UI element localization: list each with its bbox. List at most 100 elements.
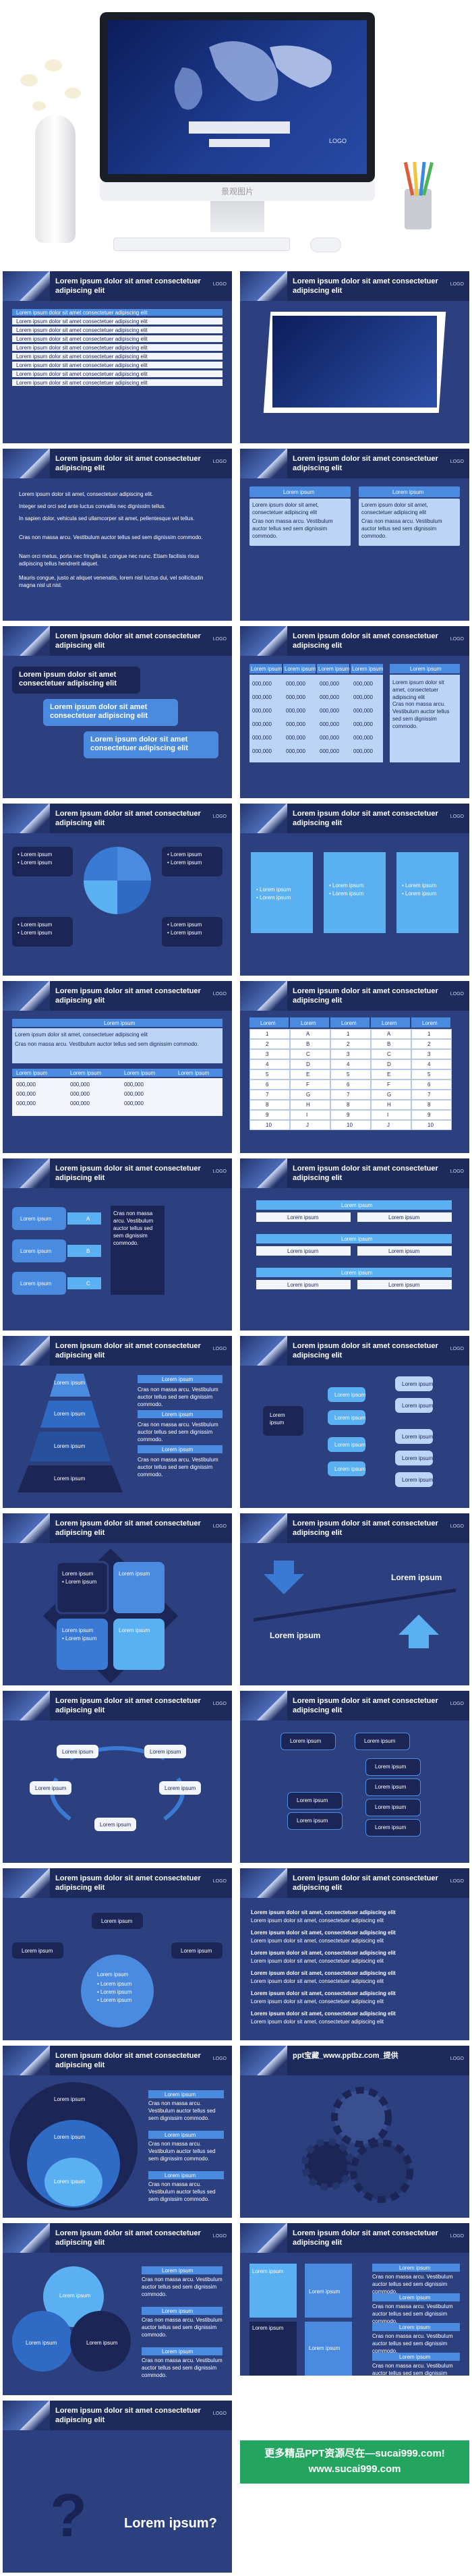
slide-text[interactable]: Lorem ipsum dolor sit amet consectetuer … [3, 449, 232, 621]
table-cell-value: D [306, 1061, 310, 1067]
table-cell-value: 3 [266, 1051, 269, 1057]
table-header-label: Lorem [301, 1020, 316, 1026]
table-cell-value: 2 [347, 1041, 350, 1047]
slide-title: Lorem ipsum dolor sit amet consectetuer … [55, 1342, 201, 1360]
slide-title: Lorem ipsum dolor sit amet consectetuer … [55, 1874, 201, 1892]
slide-quad[interactable]: Lorem ipsum dolor sit amet consectetuer … [3, 1513, 232, 1685]
slide-row: Lorem ipsum dolor sit amet consectetuer … [0, 626, 472, 802]
table-cell-value: I [306, 1112, 308, 1118]
table-header-label: Lorem [422, 1020, 438, 1026]
table-cell-value: A [387, 1031, 391, 1037]
pie-cycle-icon [84, 847, 151, 914]
table-cell [290, 1100, 330, 1110]
table-cell [411, 1120, 452, 1130]
globe-icon [240, 1336, 287, 1366]
table-cell-value: 8 [427, 1102, 431, 1108]
quad-diamond-icon [43, 1548, 178, 1683]
table-cell [411, 1110, 452, 1120]
balance-arrows-icon [254, 1561, 456, 1648]
slide-logo: LOGO [212, 1879, 227, 1884]
slide-circle[interactable]: Lorem ipsum dolor sit amet consectetuer … [3, 804, 232, 976]
slide-stack[interactable]: Lorem ipsum dolor sit amet consectetuer … [240, 1691, 469, 1863]
slide-grid-table[interactable]: Lorem ipsum dolor sit amet consectetuer … [240, 981, 469, 1153]
slide-row: Lorem ipsum dolor sit amet consectetuer … [0, 449, 472, 624]
slide-four-quadrant[interactable]: Lorem ipsum dolor sit amet consectetuer … [240, 2223, 469, 2395]
slide-question[interactable]: Lorem ipsum dolor sit amet consectetuer … [3, 2401, 232, 2573]
slide-title: Lorem ipsum dolor sit amet consectetuer … [293, 2229, 438, 2247]
table-cell-value: F [387, 1082, 390, 1088]
slide-cycle[interactable]: Lorem ipsum dolor sit amet consectetuer … [3, 1691, 232, 1863]
table-cell-value: 5 [427, 1071, 431, 1077]
slide-list[interactable]: Lorem ipsum dolor sit amet consectetuer … [3, 271, 232, 443]
slide-logo: LOGO [212, 1169, 227, 1174]
slide-three-cards[interactable]: Lorem ipsum dolor sit amet consectetuer … [240, 804, 469, 976]
globe-icon [3, 2223, 50, 2253]
slide-title: Lorem ipsum dolor sit amet consectetuer … [293, 277, 438, 295]
slide-logo: LOGO [450, 1169, 464, 1174]
slide-title: Lorem ipsum dolor sit amet consectetuer … [293, 1342, 438, 1360]
slide-bullets[interactable]: Lorem ipsum dolor sit amet consectetuer … [240, 1868, 469, 2040]
table-cell [330, 1100, 371, 1110]
table-cell [249, 1039, 290, 1049]
globe-icon [240, 449, 287, 478]
slide-title: Lorem ipsum dolor sit amet consectetuer … [55, 1165, 201, 1182]
slide-title: Lorem ipsum dolor sit amet consectetuer … [293, 632, 438, 650]
world-map-icon [272, 316, 437, 408]
slide-logo: LOGO [450, 1347, 464, 1351]
slide-title: ppt宝藏_www.pptbz.com_提供 [293, 2052, 399, 2060]
keyboard [113, 237, 290, 251]
slide-header: Lorem ipsum dolor sit amet consectetuer … [3, 1513, 232, 1543]
slide-logo: LOGO [212, 814, 227, 819]
slide-hierarchy[interactable]: Lorem ipsum dolor sit amet consectetuer … [240, 1158, 469, 1331]
monitor-stand [210, 201, 264, 232]
table-cell-value: 9 [266, 1112, 269, 1118]
table-cell [411, 1029, 452, 1039]
slide-gears[interactable]: ppt宝藏_www.pptbz.com_提供 LOGO [240, 2046, 469, 2218]
slide-title: Lorem ipsum dolor sit amet consectetuer … [293, 1697, 438, 1714]
slide-header: Lorem ipsum dolor sit amet consectetuer … [3, 2046, 232, 2075]
mouse [310, 237, 341, 252]
slide-title: Lorem ipsum dolor sit amet consectetuer … [293, 1874, 438, 1892]
slide-abc-process[interactable]: Lorem ipsum dolor sit amet consectetuer … [3, 1158, 232, 1331]
world-map-icon [174, 41, 332, 110]
table-cell [330, 1080, 371, 1090]
slide-header: Lorem ipsum dolor sit amet consectetuer … [240, 2223, 469, 2253]
slide-steps[interactable]: Lorem ipsum dolor sit amet consectetuer … [3, 626, 232, 798]
table-cell-value: 6 [347, 1082, 350, 1088]
table-header-cell [330, 1017, 370, 1028]
slide-title: Lorem ipsum dolor sit amet consectetuer … [55, 455, 201, 472]
slide-tree[interactable]: Lorem ipsum dolor sit amet consectetuer … [240, 1336, 469, 1508]
question-text: Lorem ipsum? [124, 2516, 217, 2531]
slide-table-side[interactable]: Lorem ipsum dolor sit amet consectetuer … [240, 626, 469, 798]
table-cell-value: 7 [266, 1092, 269, 1098]
slide-header: Lorem ipsum dolor sit amet consectetuer … [3, 449, 232, 478]
globe-icon [3, 2401, 50, 2430]
slide-two-columns[interactable]: Lorem ipsum dolor sit amet consectetuer … [240, 449, 469, 621]
promo-banner[interactable]: 更多精品PPT资源尽在—sucai999.com! www.sucai999.c… [240, 2376, 469, 2548]
globe-icon [3, 1691, 50, 1720]
table-cell [290, 1120, 330, 1130]
slide-row: Lorem ipsum dolor sit amet consectetuer … [0, 1158, 472, 1334]
slide-logo: LOGO [450, 2056, 464, 2061]
slide-nested-circles[interactable]: Lorem ipsum dolor sit amet consectetuer … [3, 2046, 232, 2218]
slide-seesaw[interactable]: Lorem ipsum dolor sit amet consectetuer … [240, 1513, 469, 1685]
table-cell [411, 1080, 452, 1090]
slide-header: Lorem ipsum dolor sit amet consectetuer … [240, 626, 469, 656]
slide-list-table[interactable]: Lorem ipsum dolor sit amet consectetuer … [3, 981, 232, 1153]
slide-converge[interactable]: Lorem ipsum dolor sit amet consectetuer … [3, 1868, 232, 2040]
table-cell-value: H [387, 1102, 391, 1108]
slide-title: Lorem ipsum dolor sit amet consectetuer … [55, 632, 201, 650]
table-cell [290, 1080, 330, 1090]
table-cell-value: 3 [347, 1051, 350, 1057]
table-cell-value: C [387, 1051, 391, 1057]
table-header-cell [371, 1017, 410, 1028]
table-cell-value: G [387, 1092, 392, 1098]
slide-logo: LOGO [450, 637, 464, 642]
center-circle [81, 1955, 154, 2027]
table-cell [371, 1039, 411, 1049]
slide-pyramid[interactable]: Lorem ipsum dolor sit amet consectetuer … [3, 1336, 232, 1508]
slide-venn[interactable]: Lorem ipsum dolor sit amet consectetuer … [3, 2223, 232, 2395]
slide-map[interactable]: Lorem ipsum dolor sit amet consectetuer … [240, 271, 469, 443]
slide-header: Lorem ipsum dolor sit amet consectetuer … [240, 1691, 469, 1720]
promo-line-2[interactable]: www.sucai999.com [308, 2463, 401, 2475]
